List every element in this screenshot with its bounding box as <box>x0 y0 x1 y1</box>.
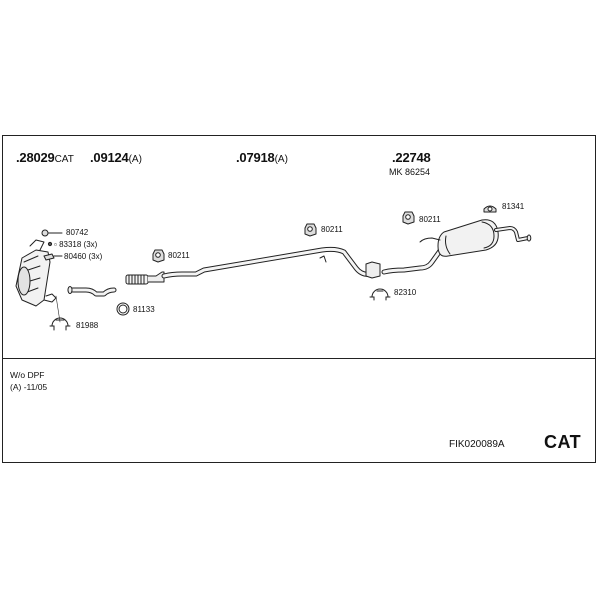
front-pipe-icon <box>67 286 117 297</box>
clamp-icon-81988 <box>49 317 71 331</box>
callout-80211-middle: 80211 <box>321 225 343 234</box>
callout-text: 83318 (3x) <box>59 240 98 249</box>
callout-80742: 80742 <box>66 228 89 237</box>
part-header-middle-pipe: .07918(A) <box>236 150 288 166</box>
rubber-hanger-icon-2 <box>304 223 317 237</box>
section-divider <box>3 358 595 359</box>
bullet-icon: ▫ <box>54 240 60 249</box>
callout-80460: 80460 (3x) <box>64 252 103 261</box>
gasket-ring-icon <box>116 302 130 316</box>
callout-83318: ▫ 83318 (3x) <box>54 241 97 249</box>
clamp-icon-82310 <box>369 288 391 301</box>
rubber-hanger-icon-1 <box>152 249 165 263</box>
note-without-dpf: W/o DPF <box>10 370 45 380</box>
kit-type-label: CAT <box>544 432 582 452</box>
catalytic-converter-icon <box>15 239 57 307</box>
diagram-frame <box>2 135 596 463</box>
mounting-kit-label: MK 86254 <box>389 167 431 177</box>
nut-icon <box>47 241 53 247</box>
part-suffix: (A) <box>128 154 142 165</box>
rubber-hanger-icon-81341 <box>483 205 497 213</box>
stud-icon <box>43 253 63 261</box>
part-code: .07918 <box>236 150 275 165</box>
part-header-rear-silencer: .22748 <box>392 150 431 166</box>
kit-code: FIK020089A <box>449 439 505 450</box>
note-applicability: (A) -11/05 <box>10 382 48 392</box>
part-header-catalyst: .28029CAT <box>16 150 74 166</box>
sensor-icon <box>41 229 63 237</box>
rubber-hanger-icon-3 <box>402 211 415 225</box>
callout-81341: 81341 <box>502 202 525 211</box>
part-code: .22748 <box>392 150 431 165</box>
middle-pipe-icon <box>125 246 381 285</box>
callout-81988: 81988 <box>76 321 99 330</box>
callout-80211-rear: 80211 <box>419 215 441 224</box>
part-suffix: CAT <box>54 154 74 165</box>
part-code: .28029 <box>16 150 55 165</box>
callout-82310: 82310 <box>394 288 417 297</box>
part-suffix: (A) <box>274 154 288 165</box>
part-header-front-pipe: .09124(A) <box>90 150 142 166</box>
callout-80211-front: 80211 <box>168 251 190 260</box>
rear-silencer-icon <box>381 219 532 275</box>
part-code: .09124 <box>90 150 129 165</box>
callout-81133: 81133 <box>133 305 155 314</box>
